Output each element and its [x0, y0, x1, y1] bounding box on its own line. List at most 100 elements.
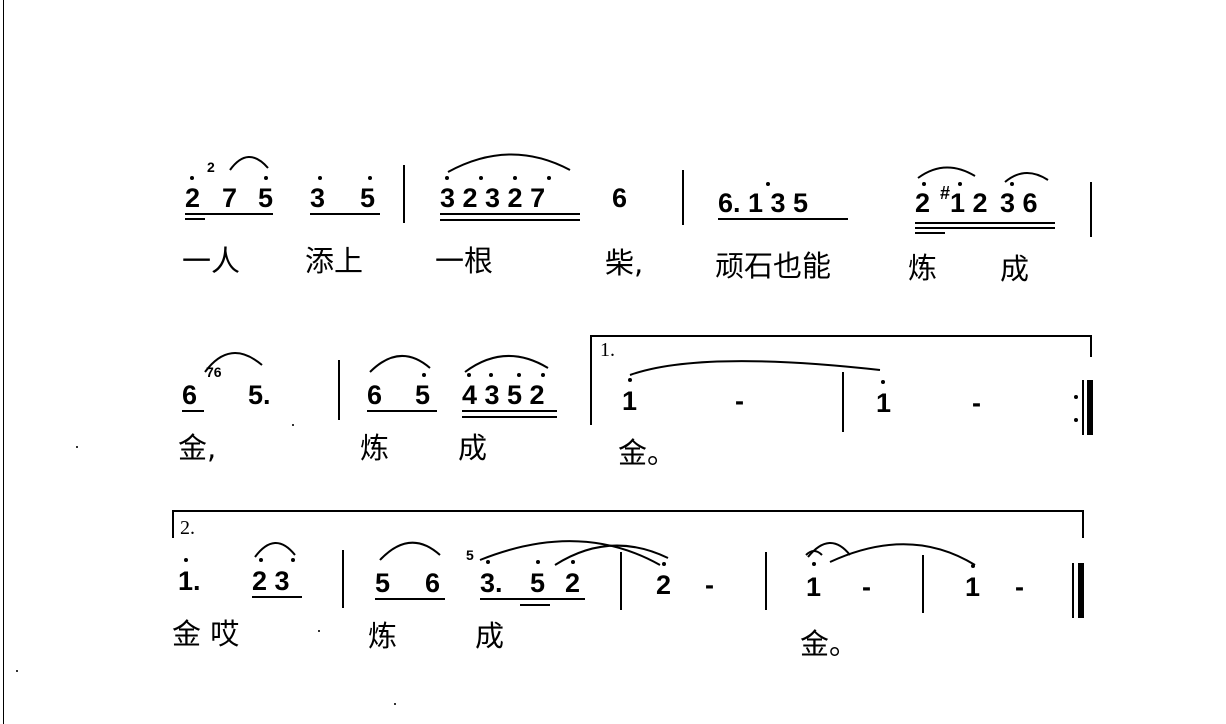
volta-bracket-end [1090, 335, 1092, 357]
note-group: 2 3 [252, 566, 290, 596]
note: 1 [806, 572, 822, 602]
grace-note: 2 [207, 159, 215, 175]
note: 5 [375, 568, 391, 598]
lyric: 成 [458, 431, 488, 465]
scan-speck [76, 446, 78, 448]
underline [520, 604, 550, 606]
volta-label: 1. [600, 339, 615, 361]
lyric: 金。 [618, 436, 677, 470]
barline [1082, 380, 1084, 435]
underline [440, 219, 580, 221]
octave-dot [517, 373, 521, 377]
underline [182, 410, 204, 412]
barline [338, 360, 340, 420]
barline [842, 372, 844, 432]
note: 2 [656, 570, 672, 600]
barline [620, 552, 622, 610]
lyric: 添上 [305, 244, 364, 278]
lyric: 炼 [368, 619, 398, 653]
note-group: 3 2 3 2 7 [440, 183, 546, 213]
underline [252, 596, 302, 598]
octave-dot [184, 558, 188, 562]
note: 5. [248, 380, 271, 410]
scan-speck [394, 703, 396, 705]
underline [915, 232, 945, 234]
dash: - [1015, 572, 1024, 602]
page-edge-line [3, 0, 4, 724]
underline [915, 222, 1055, 224]
dash: - [735, 386, 744, 416]
octave-dot [1010, 182, 1014, 186]
dash: - [705, 570, 714, 600]
note: 2 [915, 188, 931, 218]
note: 6 [425, 568, 441, 598]
scan-speck [292, 424, 294, 426]
octave-dot [971, 564, 975, 568]
grace-note: 5 [466, 547, 474, 563]
octave-dot [368, 176, 372, 180]
underline [462, 410, 557, 412]
octave-dot [318, 176, 322, 180]
octave-dot [662, 562, 666, 566]
volta-bracket [172, 510, 1084, 512]
underline [440, 213, 580, 215]
underline [480, 598, 585, 600]
note: 6 [612, 183, 628, 213]
barline [342, 550, 344, 608]
lyric: 炼 [360, 431, 390, 465]
scan-speck [318, 630, 320, 632]
final-barline [1078, 563, 1084, 618]
lyric: 顽石也能 [715, 249, 832, 283]
note: 2 [185, 183, 201, 213]
octave-dot [467, 373, 471, 377]
octave-dot [541, 373, 545, 377]
barline [682, 170, 684, 225]
note: 6 [367, 380, 383, 410]
octave-dot [513, 176, 517, 180]
volta-bracket [592, 335, 1092, 337]
note-group: 6. 1 3 5 [718, 188, 809, 218]
scan-speck [16, 670, 18, 672]
note-group: 3 6 [1000, 188, 1038, 218]
note: 2 [565, 568, 581, 598]
repeat-dot [1074, 418, 1078, 422]
underline [310, 213, 380, 215]
note: 5 [530, 568, 546, 598]
octave-dot [571, 560, 575, 564]
octave-dot [922, 182, 926, 186]
lyric: 金, [178, 431, 217, 465]
barline [1090, 182, 1092, 237]
dash: - [972, 388, 981, 418]
lyric: 一根 [435, 244, 494, 278]
barline [765, 552, 767, 610]
note: 1. [178, 566, 201, 596]
octave-dot [190, 176, 194, 180]
note-group: 1 2 [950, 188, 988, 218]
barline [1072, 563, 1074, 618]
lyric: 金。 [800, 627, 859, 661]
sharp-sign: # [940, 183, 951, 203]
octave-dot [881, 380, 885, 384]
fermata-dot [812, 562, 816, 566]
octave-dot [291, 558, 295, 562]
note: 1 [622, 386, 638, 416]
volta-bracket-start [172, 510, 174, 538]
octave-dot [536, 560, 540, 564]
barline [590, 335, 592, 425]
lyric: 柴, [605, 246, 644, 280]
repeat-dot [1074, 395, 1078, 399]
octave-dot [264, 176, 268, 180]
note: 5 [360, 183, 376, 213]
note: 6 [182, 380, 198, 410]
note-group: 4 3 5 2 [462, 380, 545, 410]
barline [403, 165, 405, 223]
dash: - [862, 572, 871, 602]
underline [185, 218, 205, 220]
octave-dot [958, 182, 962, 186]
lyric: 炼 [908, 251, 938, 285]
underline [718, 218, 848, 220]
octave-dot [547, 176, 551, 180]
final-barline [1087, 380, 1093, 435]
